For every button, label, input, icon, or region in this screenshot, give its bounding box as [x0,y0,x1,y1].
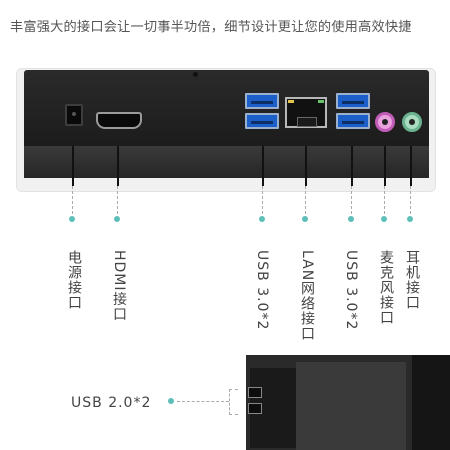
label-earphone: 耳机接口 [404,250,420,310]
callout-dot-power [69,216,75,222]
callout-dot-mic [381,216,387,222]
usb3-port-right-1 [336,93,370,109]
panel-base [24,146,429,178]
callout-line-usb3-left [262,186,263,214]
callout-dot-hdmi [114,216,120,222]
lan-led-green [318,100,324,103]
callout-dot-usb3-left [259,216,265,222]
usb3-port-left-1 [245,93,279,109]
callout-leader-power [72,146,74,186]
monitor-edge [412,355,450,450]
callout-leader-usb3-left [262,146,264,186]
callout-line-lan [305,186,306,214]
usb2-port-1 [248,387,262,398]
label-usb2: USB 2.0*2 [71,395,152,411]
callout-leader-usb3-right [351,146,353,186]
lan-led-amber [288,100,294,103]
callout-leader-earphone [410,146,412,186]
mic-jack [375,112,395,132]
usb3-port-left-2 [245,113,279,129]
usb3-port-right-2 [336,113,370,129]
lan-port [285,97,327,128]
power-port [65,104,83,126]
callout-leader-lan [305,146,307,186]
hdmi-port [96,112,142,129]
label-hdmi: HDMI接口 [111,250,127,322]
earphone-jack [402,112,422,132]
callout-line-usb2 [177,401,229,402]
callout-line-hdmi [117,186,118,214]
callout-leader-mic [384,146,386,186]
screw-hole [193,72,198,77]
callout-dot-lan [302,216,308,222]
monitor-stand [296,362,406,450]
callout-leader-hdmi [117,146,119,186]
callout-line-mic [384,186,385,214]
label-power: 电源接口 [66,250,82,310]
callout-dot-earphone [407,216,413,222]
callout-bracket-usb2 [229,389,238,415]
label-usb3-left: USB 3.0*2 [254,250,270,331]
callout-dot-usb2 [168,398,174,404]
label-mic: 麦克风接口 [378,250,394,325]
headline: 丰富强大的接口会让一切事半功倍，细节设计更让您的使用高效快捷 [10,20,412,35]
callout-line-power [72,186,73,214]
callout-line-earphone [410,186,411,214]
callout-dot-usb3-right [348,216,354,222]
callout-line-usb3-right [351,186,352,214]
label-lan: LAN网络接口 [299,250,315,342]
usb2-port-2 [248,403,262,414]
label-usb3-right: USB 3.0*2 [343,250,359,331]
